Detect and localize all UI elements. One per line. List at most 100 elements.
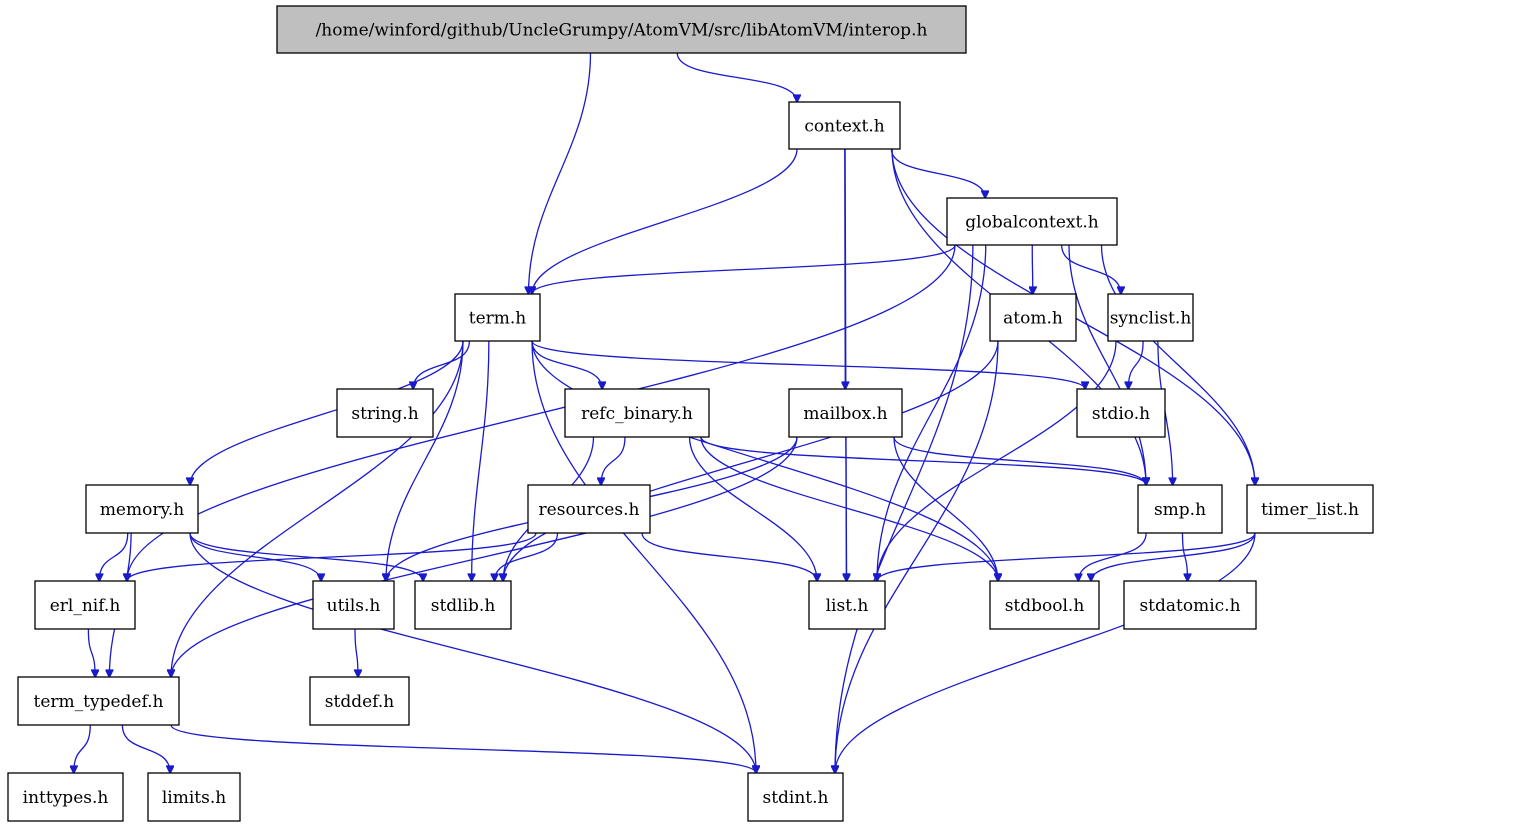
edge-path — [835, 532, 1256, 773]
edge-path — [601, 436, 626, 485]
node-synclist[interactable]: synclist.h — [1107, 293, 1194, 342]
node-label: synclist.h — [1110, 309, 1192, 329]
node-utils[interactable]: utils.h — [312, 580, 395, 630]
edge-path — [190, 340, 464, 485]
edge-path — [531, 340, 756, 773]
node-memory[interactable]: memory.h — [85, 484, 199, 534]
edge-path — [1068, 244, 1146, 485]
edge-path — [170, 724, 756, 773]
edge-resources-to-stdlib — [495, 532, 559, 581]
edge-path — [877, 532, 1256, 581]
edge-term_typedef-to-stdint — [170, 724, 756, 773]
node-interop[interactable]: /home/winford/github/UncleGrumpy/AtomVM/… — [276, 5, 967, 54]
edge-path — [74, 724, 91, 773]
edge-globalcontext-to-stdint — [835, 244, 974, 773]
node-erl-nif[interactable]: erl_nif.h — [34, 580, 136, 630]
edge-term-to-string — [413, 340, 471, 389]
node-label: resources.h — [539, 500, 640, 520]
edge-path — [189, 532, 423, 581]
node-stddef[interactable]: stddef.h — [309, 676, 410, 726]
node-box — [7, 772, 124, 822]
node-box — [1107, 293, 1194, 342]
node-box — [85, 484, 199, 534]
node-box — [788, 388, 903, 438]
node-box — [808, 580, 886, 630]
edge-context-to-term — [532, 148, 798, 294]
edge-path — [700, 436, 998, 581]
edge-term-to-stdint — [531, 340, 756, 773]
node-stdlib[interactable]: stdlib.h — [414, 580, 512, 630]
edge-path — [127, 532, 537, 581]
node-refc-binary[interactable]: refc_binary.h — [564, 388, 710, 438]
node-label: erl_nif.h — [50, 596, 121, 616]
edge-path — [700, 436, 1146, 485]
node-box — [527, 484, 651, 534]
node-timer-list[interactable]: timer_list.h — [1246, 484, 1374, 534]
edge-refc_binary-to-resources — [601, 436, 626, 485]
edge-term_typedef-to-limits — [121, 724, 170, 773]
edge-timer_list-to-stdbool — [1091, 532, 1256, 581]
edge-path — [532, 244, 956, 294]
edge-path — [531, 340, 1085, 389]
edge-path — [386, 340, 464, 581]
node-box — [454, 293, 541, 342]
edge-smp-to-stdatomic — [1181, 532, 1188, 581]
node-box — [1246, 484, 1374, 534]
node-label: atom.h — [1003, 309, 1063, 329]
node-stdio[interactable]: stdio.h — [1076, 388, 1166, 438]
edge-refc_binary-to-stdbool — [700, 436, 998, 581]
node-string[interactable]: string.h — [336, 388, 434, 438]
node-inttypes[interactable]: inttypes.h — [7, 772, 124, 822]
edge-path — [893, 436, 1146, 485]
node-term-typedef[interactable]: term_typedef.h — [17, 676, 180, 726]
node-term[interactable]: term.h — [454, 293, 541, 342]
edge-globalcontext-to-atom — [1032, 244, 1033, 294]
node-label: term_typedef.h — [34, 692, 164, 712]
edge-globalcontext-to-smp — [1068, 244, 1146, 485]
node-list[interactable]: list.h — [808, 580, 886, 630]
node-label: stddef.h — [325, 692, 394, 712]
node-context[interactable]: context.h — [788, 101, 901, 150]
edge-path — [877, 244, 987, 581]
edge-path — [846, 436, 847, 581]
node-label: string.h — [351, 404, 418, 424]
edge-globalcontext-to-synclist — [1060, 244, 1121, 294]
node-box — [34, 580, 136, 630]
edge-globalcontext-to-timer_list — [1100, 244, 1256, 485]
edge-atom-to-stdlib — [503, 340, 999, 581]
edge-smp-to-stdbool — [1078, 532, 1147, 581]
node-box — [147, 772, 241, 822]
edge-path — [1181, 532, 1188, 581]
node-globalcontext[interactable]: globalcontext.h — [946, 197, 1118, 246]
edge-path — [189, 532, 756, 773]
node-label: stdio.h — [1092, 404, 1150, 424]
node-mailbox[interactable]: mailbox.h — [788, 388, 903, 438]
edge-term_typedef-to-inttypes — [74, 724, 91, 773]
node-stdint[interactable]: stdint.h — [747, 772, 844, 822]
edge-path — [532, 148, 798, 294]
node-box — [414, 580, 512, 630]
node-limits[interactable]: limits.h — [147, 772, 241, 822]
edge-path — [835, 340, 999, 773]
edge-term-to-stdlib — [472, 340, 490, 581]
node-label: memory.h — [100, 500, 184, 520]
node-atom[interactable]: atom.h — [989, 293, 1077, 342]
edge-path — [171, 436, 798, 677]
edge-memory-to-stdint — [189, 532, 756, 773]
edge-mailbox-to-list — [846, 436, 847, 581]
nodes: /home/winford/github/UncleGrumpy/AtomVM/… — [7, 5, 1374, 822]
node-stdatomic[interactable]: stdatomic.h — [1123, 580, 1257, 630]
node-label: smp.h — [1154, 500, 1206, 520]
edge-term-to-memory — [190, 340, 464, 485]
edge-synclist-to-stdio — [1128, 340, 1144, 389]
node-resources[interactable]: resources.h — [527, 484, 651, 534]
edge-term-to-refc_binary — [531, 340, 602, 389]
edges — [74, 52, 1256, 773]
node-stdbool[interactable]: stdbool.h — [989, 580, 1100, 630]
edge-path — [641, 532, 817, 581]
edge-path — [676, 52, 797, 102]
node-label: /home/winford/github/UncleGrumpy/AtomVM/… — [316, 21, 928, 41]
node-smp[interactable]: smp.h — [1137, 484, 1223, 534]
edge-path — [87, 628, 95, 677]
node-box — [747, 772, 844, 822]
